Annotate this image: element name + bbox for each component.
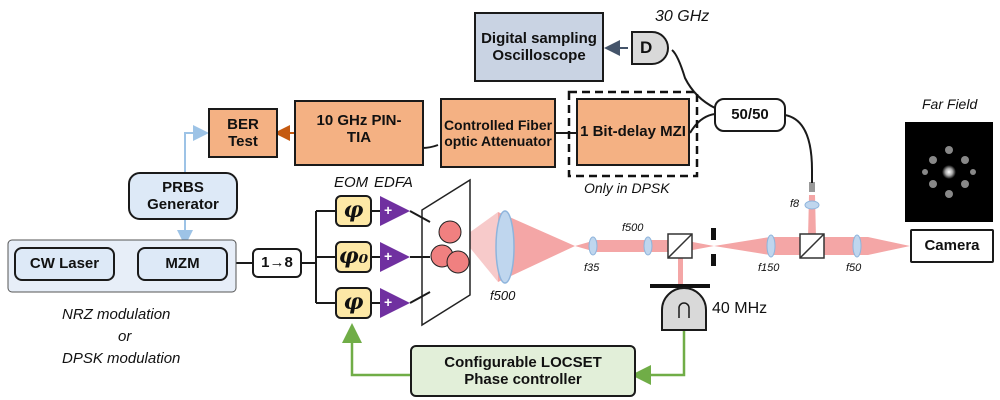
eom-1: φ	[335, 195, 372, 227]
camera-label: Camera	[924, 237, 980, 255]
splitter-block: 1→8	[252, 248, 302, 278]
edfa-amplifiers	[380, 196, 410, 318]
pin-tia-block: 10 GHz PIN-TIA	[294, 100, 424, 166]
mzi-block: 1 Bit-delay MZI	[576, 98, 690, 166]
edfa-2-plus: +	[384, 248, 393, 264]
beam-focusing	[498, 212, 575, 282]
lens-label-f35: f35	[584, 262, 600, 274]
lens-label-f500-main: f500	[490, 288, 516, 303]
beamsplitter-1	[667, 233, 693, 259]
mzm-label: MZM	[165, 255, 200, 273]
prbs-label: PRBS Generator	[147, 178, 219, 213]
lens-label-f150: f150	[758, 262, 780, 274]
controller-block: Configurable LOCSET Phase controller	[410, 345, 636, 397]
prbs-block: PRBS Generator	[128, 172, 238, 220]
beam-to-camera	[868, 237, 910, 255]
attenuator-label: Controlled Fiber optic Attenuator	[443, 116, 553, 149]
pinhole-bottom	[711, 254, 716, 266]
coupler-block: 50/50	[714, 98, 786, 132]
arrow-detector-to-controller	[631, 330, 686, 385]
freq-30ghz: 30 GHz	[655, 8, 710, 25]
eom-2: φ₀	[335, 241, 372, 273]
beam-expanding	[462, 212, 498, 282]
ber-label: BER Test	[227, 115, 259, 150]
controller-label: Configurable LOCSET Phase controller	[444, 353, 602, 388]
mzi-label: 1 Bit-delay MZI	[580, 123, 686, 141]
modulation-line-2: or	[118, 328, 132, 345]
lens-f150	[766, 234, 776, 258]
eom-3-symbol: φ	[343, 289, 364, 316]
edfa-3-plus: +	[384, 294, 393, 310]
detector-40mhz-shape	[661, 287, 707, 331]
lens-label-f8: f8	[790, 198, 800, 210]
far-field-spots	[922, 146, 976, 198]
oscilloscope-block: Digital sampling Oscilloscope	[474, 12, 604, 82]
lens-f8	[804, 200, 820, 210]
pinhole-top	[711, 228, 716, 240]
fiber-spot-1	[438, 220, 462, 244]
attenuator-block: Controlled Fiber optic Attenuator	[440, 98, 556, 168]
detector-40mhz-aperture	[650, 284, 710, 288]
mzm-block: MZM	[137, 247, 228, 281]
beam-to-detector	[678, 254, 683, 284]
detector-40mhz-inner	[678, 302, 690, 318]
beamsplitter-2	[799, 233, 825, 259]
edfa-1-plus: +	[384, 202, 393, 218]
cw-laser-label: CW Laser	[29, 255, 100, 273]
detector-30ghz-shape	[631, 31, 669, 65]
coupler-label: 50/50	[731, 106, 769, 124]
freq-40mhz: 40 MHz	[712, 300, 768, 317]
oscilloscope-label: Digital sampling Oscilloscope	[481, 29, 597, 64]
far-field-label: Far Field	[922, 96, 978, 112]
lens-f35	[588, 236, 598, 256]
dpsk-dashed-frame	[567, 90, 699, 178]
lens-label-f50: f50	[846, 262, 862, 274]
eom-2-symbol: φ₀	[338, 243, 369, 270]
camera-block: Camera	[910, 229, 994, 263]
arrow-prbs-to-ber	[184, 125, 209, 175]
fiber-tip	[809, 182, 815, 192]
beam-collimated-1	[596, 240, 668, 252]
eom-1-symbol: φ	[343, 197, 364, 224]
modulation-line-3: DPSK modulation	[62, 350, 181, 367]
fiber-spot-3	[446, 250, 470, 274]
eom-3: φ	[335, 287, 372, 319]
detector-30ghz-label: D	[640, 38, 653, 57]
arrow-controller-to-eom	[342, 323, 410, 377]
edfa-label: EDFA	[374, 174, 413, 191]
modulation-line-1: NRZ modulation	[62, 306, 171, 323]
lens-f500-main	[495, 210, 515, 284]
beam-from-focus	[714, 237, 770, 255]
pin-tia-label: 10 GHz PIN-TIA	[316, 112, 402, 147]
ber-block: BER Test	[208, 108, 278, 158]
cw-laser-block: CW Laser	[14, 247, 115, 281]
lens-label-f500-small: f500	[622, 222, 644, 234]
only-dpsk-label: Only in DPSK	[584, 180, 670, 196]
lens-f500-small	[643, 236, 653, 256]
lens-f50	[852, 234, 862, 258]
splitter-label: 1→8	[261, 254, 293, 272]
eom-label: EOM	[334, 174, 369, 191]
